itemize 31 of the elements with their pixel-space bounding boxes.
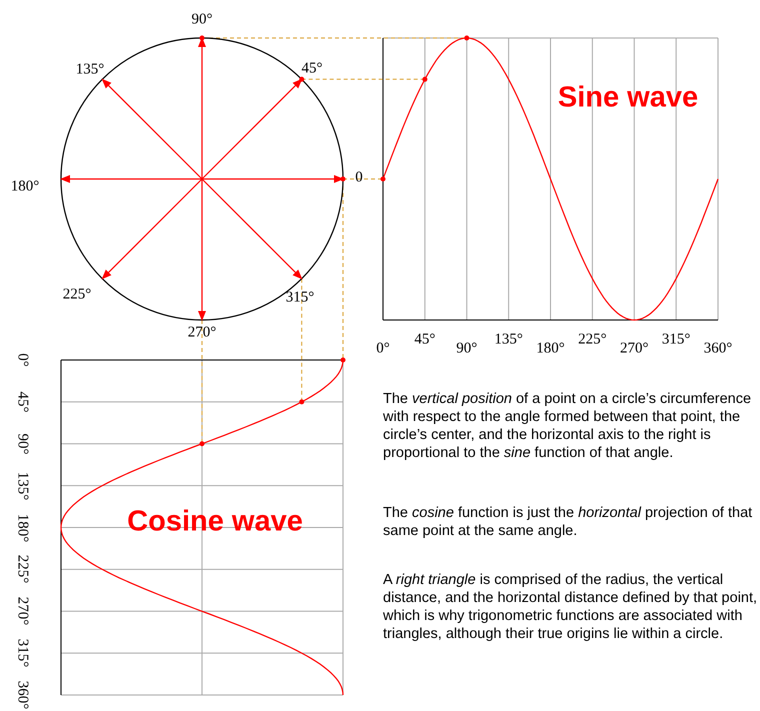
angle-label: 315° (286, 290, 314, 306)
axis-label: 0 (355, 170, 363, 186)
chart-title: Cosine wave (127, 506, 303, 538)
tick-label: 225° (578, 332, 607, 348)
tick-label: 360° (14, 680, 30, 710)
tick-label: 180° (536, 340, 565, 358)
tick-label: 270° (620, 340, 648, 358)
description-paragraph: The vertical position of a point on a circle’s circumference with respect to the angle formed between that point, the circle’s center, and the horizontal axis to the right is proportional to the sine function of that angle. (383, 390, 752, 462)
angle-label: 135° (76, 62, 104, 78)
tick-label: 135° (494, 332, 523, 348)
angle-label: 225° (62, 286, 92, 304)
tick-label: 315° (14, 638, 30, 668)
tick-label: 225° (14, 555, 30, 584)
chart-title: Sine wave (558, 82, 698, 114)
tick-label: 360° (704, 340, 732, 358)
angle-label: 180° (10, 178, 40, 196)
tick-label: 0° (14, 353, 30, 367)
tick-label: 135° (14, 471, 30, 500)
description-paragraph: A right triangle is comprised of the radius, the vertical distance, and the horizontal distance defined by that point, which is why trigonometric functions are associated with triangles, although their true origins lie within a circle. (383, 571, 758, 643)
tick-label: 0° (376, 340, 390, 358)
tick-label: 90° (456, 340, 478, 358)
angle-label: 90° (192, 12, 212, 28)
tick-label: 315° (662, 332, 690, 348)
tick-label: 45° (14, 391, 30, 412)
tick-label: 90° (14, 433, 30, 454)
tick-label: 270° (14, 597, 30, 626)
angle-label: 270° (188, 324, 216, 342)
tick-label: 45° (414, 332, 436, 348)
tick-label: 180° (14, 513, 30, 542)
description-paragraph: The cosine function is just the horizontal projection of that same point at the same angle. (383, 504, 754, 540)
angle-label: 45° (302, 60, 322, 78)
